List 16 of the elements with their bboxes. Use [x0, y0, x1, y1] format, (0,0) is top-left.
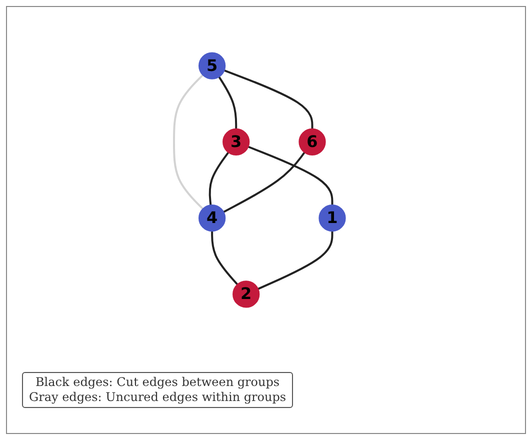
connector — [224, 152, 306, 213]
node-circle: 5 — [198, 52, 226, 80]
connector — [209, 152, 230, 206]
node-circle: 6 — [299, 128, 326, 156]
node-circle: 2 — [232, 280, 260, 308]
connector — [173, 74, 204, 210]
node-circle: 1 — [319, 204, 346, 232]
connector — [211, 231, 238, 286]
connector — [224, 70, 314, 129]
connector — [218, 76, 238, 129]
connector — [248, 146, 334, 205]
legend-text: Gray edges: Uncured edges within groups — [29, 390, 286, 405]
node-circle: 3 — [222, 128, 250, 156]
node-circle: 4 — [198, 204, 226, 232]
legend-text: Black edges: Cut edges between groups — [34, 375, 281, 390]
connector — [258, 231, 334, 290]
